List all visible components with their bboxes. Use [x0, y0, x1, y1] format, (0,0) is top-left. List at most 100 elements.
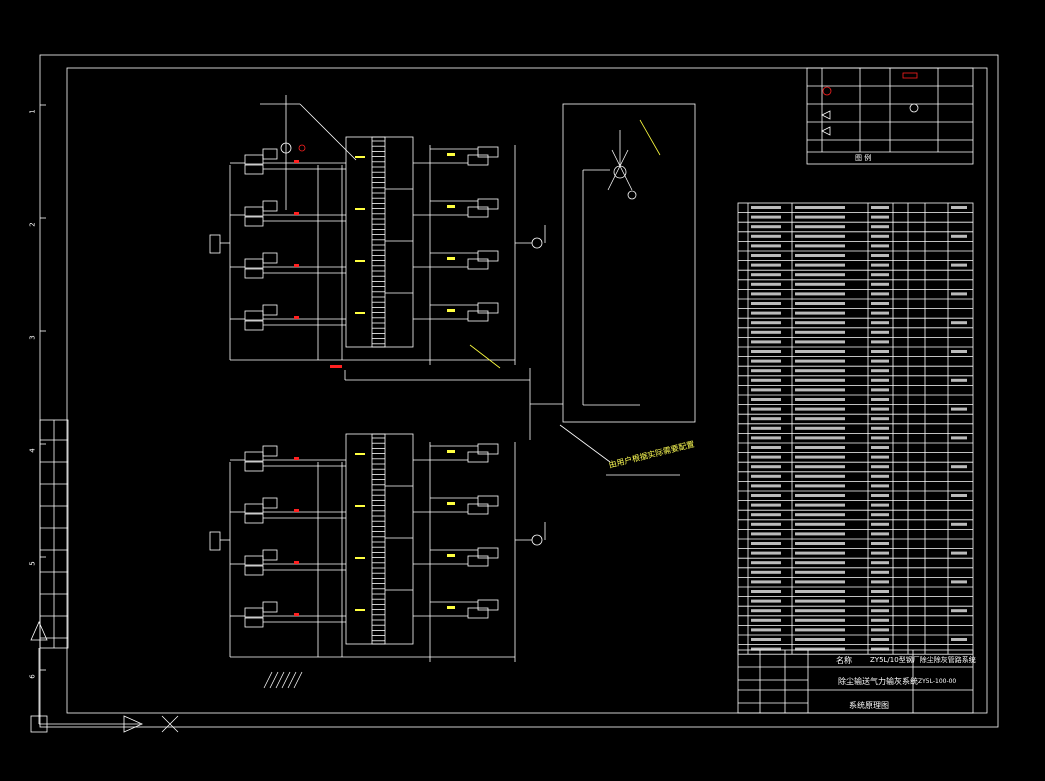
table-text [751, 350, 781, 353]
switch-node [280, 142, 292, 154]
table-text [751, 311, 781, 315]
table-text [795, 484, 845, 488]
device [244, 555, 264, 566]
table-text [795, 570, 845, 574]
table-text [795, 263, 845, 267]
table-text [795, 647, 845, 651]
indicator [294, 561, 299, 564]
table-text [871, 378, 889, 382]
table-text [751, 474, 781, 478]
table-text [871, 359, 889, 363]
table-text [795, 282, 845, 286]
table-text [751, 369, 781, 373]
wire [469, 344, 501, 369]
table-text [751, 503, 781, 507]
table-text [871, 570, 889, 574]
label-mark [447, 205, 455, 208]
table-text [871, 225, 889, 229]
table-text [951, 465, 967, 469]
device [244, 617, 264, 628]
table-text [871, 350, 889, 353]
table-text [751, 282, 781, 286]
breaker [298, 144, 306, 152]
label-mark [447, 606, 455, 609]
label-mark [355, 260, 365, 262]
indicator [294, 509, 299, 512]
table-text [751, 378, 781, 382]
actuator [467, 310, 489, 322]
table-text [871, 206, 889, 209]
table-text [951, 551, 967, 555]
table-text [871, 522, 889, 526]
table-text [751, 561, 781, 565]
table-text [751, 522, 781, 526]
device [244, 461, 264, 472]
table-text [951, 378, 967, 382]
axis-arrow-icon [123, 715, 143, 733]
label-mark [355, 453, 365, 455]
ruler-number: 6 [28, 674, 37, 679]
inner-frame [66, 67, 988, 714]
table-text [871, 273, 889, 277]
table-text [871, 618, 889, 622]
ruler-number: 3 [28, 335, 37, 340]
table-text [795, 465, 845, 469]
title-project-label: 名称 [836, 656, 852, 665]
table-text [751, 436, 781, 440]
indicator [294, 160, 299, 163]
table-text [871, 254, 889, 257]
table-text [951, 321, 967, 325]
table-text [951, 522, 967, 526]
table-text [871, 590, 889, 593]
indicator [294, 264, 299, 267]
table-text [871, 292, 889, 296]
actuator [467, 607, 489, 619]
actuator [467, 206, 489, 218]
cabinet [345, 433, 414, 645]
table-text [751, 302, 781, 305]
table-text [871, 628, 889, 632]
actuator [467, 451, 489, 463]
indicator [330, 365, 342, 368]
table-text [795, 436, 845, 440]
table-text [751, 647, 781, 651]
wire [299, 103, 357, 161]
table-text [871, 580, 889, 584]
table-text [795, 503, 845, 507]
table-text [751, 638, 781, 641]
table-text [871, 638, 889, 641]
table-text [871, 263, 889, 267]
table-text [751, 398, 781, 401]
table-text [951, 350, 967, 353]
device [262, 601, 278, 613]
table-text [751, 484, 781, 488]
table-text [795, 532, 845, 536]
table-text [795, 580, 845, 584]
table-text [795, 609, 845, 613]
table-text [951, 407, 967, 411]
table-text [795, 369, 845, 373]
table-text [751, 599, 781, 603]
table-text [751, 417, 781, 421]
table-text [751, 426, 781, 430]
leader-line [559, 424, 611, 463]
legend-symbol [909, 103, 919, 113]
valve-node [627, 190, 637, 200]
table-text [751, 407, 781, 411]
table-text [951, 494, 967, 497]
table-text [795, 474, 845, 478]
table-text [951, 263, 967, 267]
table-text [795, 359, 845, 363]
table-text [951, 206, 967, 209]
gauge [531, 237, 543, 249]
label-lead [293, 671, 303, 689]
table-text [795, 225, 845, 229]
device [244, 451, 264, 462]
table-text [751, 542, 781, 545]
table-text [751, 494, 781, 497]
pipe [639, 119, 661, 156]
device [244, 320, 264, 331]
device [244, 513, 264, 524]
actuator [467, 503, 489, 515]
table-text [751, 263, 781, 267]
